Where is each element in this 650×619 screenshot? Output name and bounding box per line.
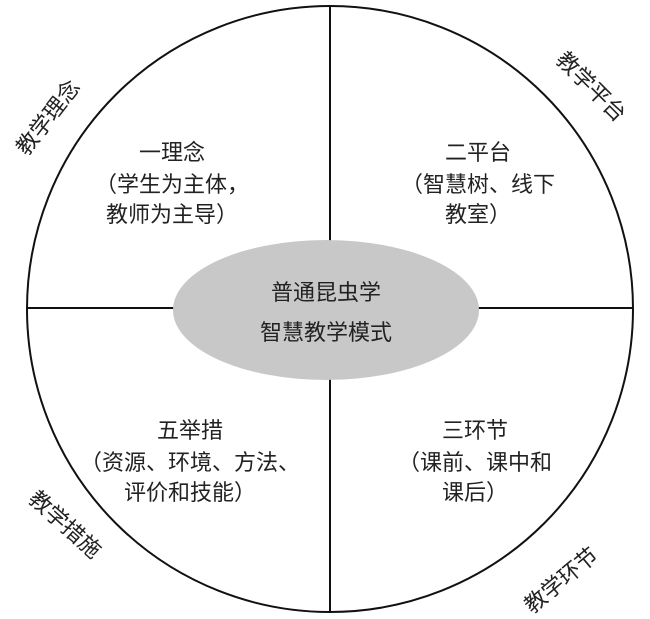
br-title: 三环节 (442, 419, 508, 444)
tr-title: 二平台 (445, 141, 511, 166)
br-line2: 课后） (442, 481, 508, 506)
center-ellipse (173, 240, 479, 380)
tl-line2: 教师为主导） (106, 203, 238, 228)
center-line1: 普通昆虫学 (271, 281, 381, 306)
tl-line1: （学生为主体， (95, 173, 249, 198)
center-line2: 智慧教学模式 (260, 321, 392, 346)
bl-line2: 评价和技能） (124, 481, 256, 506)
bl-line1: （资源、环境、方法、 (80, 451, 300, 476)
bl-title: 五举措 (157, 419, 223, 444)
tr-line2: 教室） (445, 203, 511, 228)
arc-label-bottom-right: 教学环节 (520, 543, 603, 619)
tl-title: 一理念 (139, 141, 205, 166)
br-line1: （课前、课中和 (398, 451, 552, 476)
tr-line1: （智慧树、线下 (401, 173, 555, 198)
